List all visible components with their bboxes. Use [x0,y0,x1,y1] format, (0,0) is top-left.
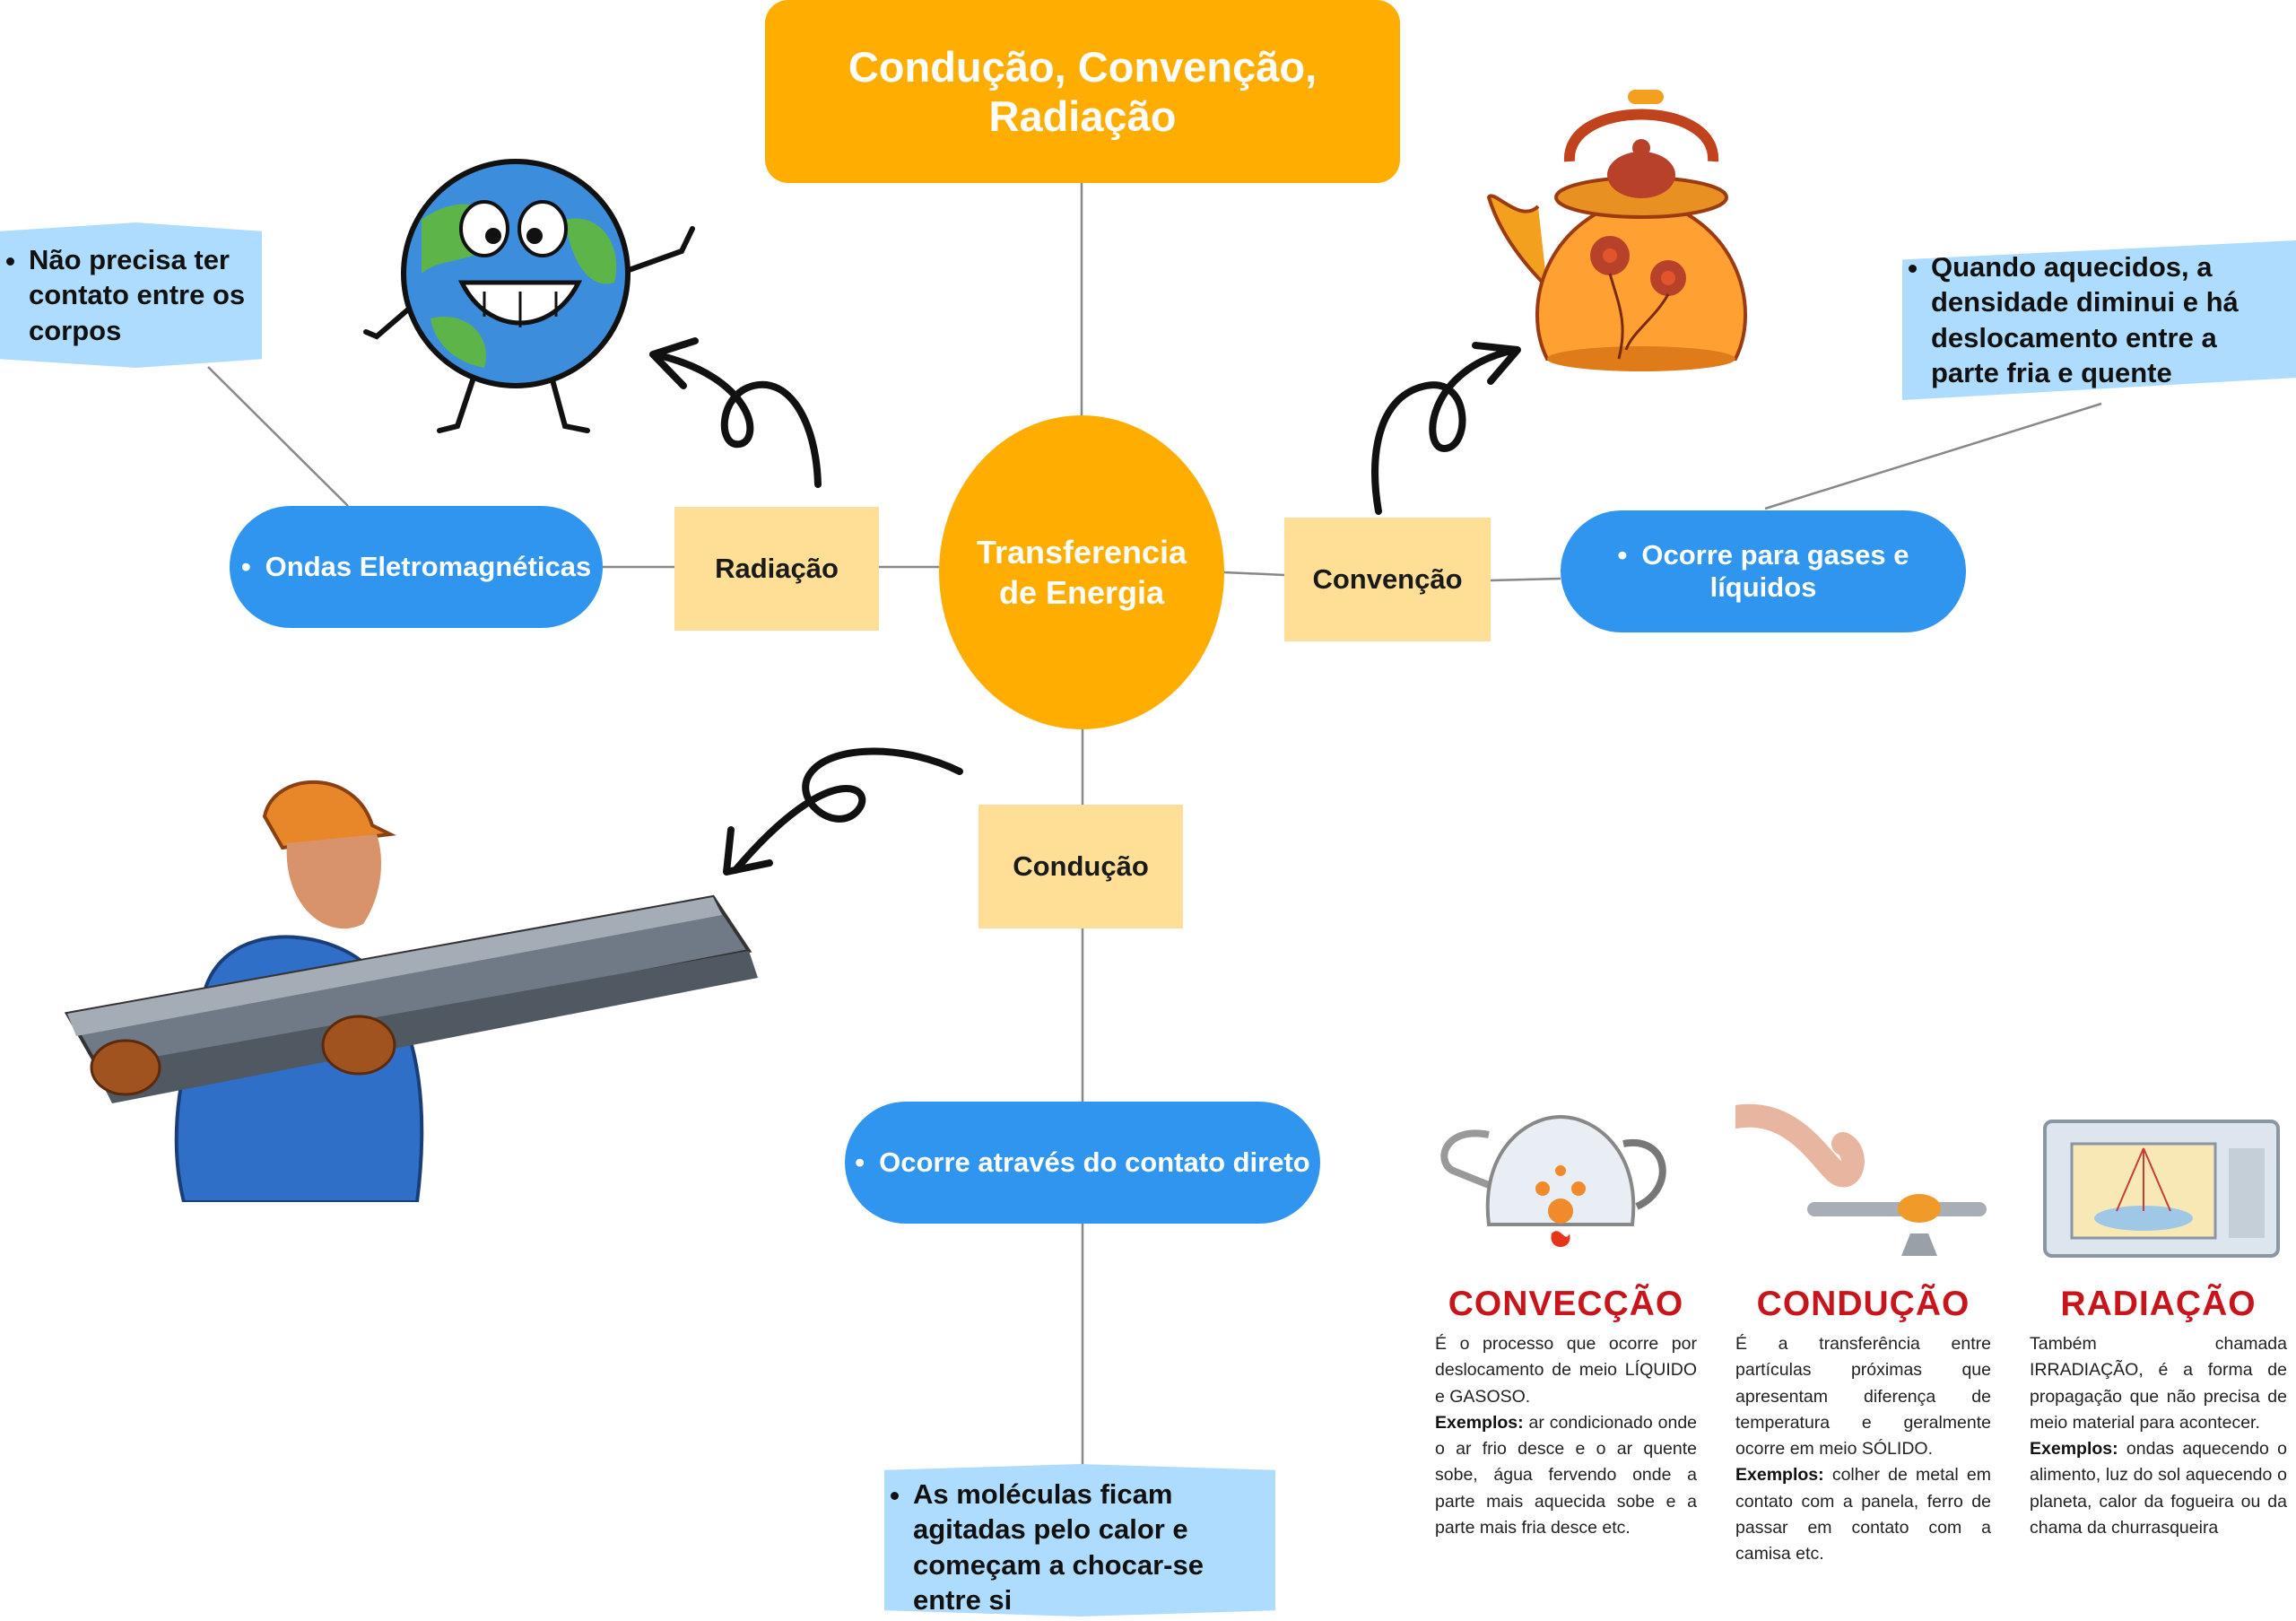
category-conduction: Condução [978,805,1183,928]
curly-arrow-radiation-head [649,337,699,389]
info-convection-examples: ar condicionado onde o ar frio desce e o… [1435,1412,1698,1538]
note-convection-text: Quando aquecidos, a densidade diminui e … [1931,249,2283,390]
center-node: Transferencia de Energia [939,415,1224,729]
info-radiation-examples-label: Exemplos: [2030,1439,2118,1459]
worker-illustration [64,780,758,1202]
info-convection-examples-label: Exemplos: [1435,1412,1524,1433]
pill-convection: Ocorre para gases e líquidos [1561,510,1966,632]
curly-arrow-convection-head [1472,342,1521,385]
pill-conduction-text: Ocorre através do contato direto [855,1146,1310,1179]
kettle-illustration [1486,90,1748,371]
note-radiation: Não precisa ter contato entre os corpos [0,222,262,368]
info-conduction: CONDUÇÃO É a transferência entre partícu… [1735,1285,1991,1567]
page-title: Condução, Convenção, Radiação [765,0,1400,183]
connector-radiation-note [207,366,349,507]
info-radiation-body: Também chamada IRRADIAÇÃO, é a forma de … [2030,1331,2287,1541]
connector-center-convection [1223,571,1285,577]
info-convection: CONVECÇÃO É o processo que ocorre por de… [1435,1285,1697,1541]
pill-radiation: Ondas Eletromagnéticas [230,506,603,628]
pill-convection-text: Ocorre para gases e líquidos [1561,539,1966,604]
radiation-microwave-image [2043,1120,2280,1258]
category-radiation: Radiação [674,507,879,631]
connector-convection-pill [1490,577,1561,582]
info-conduction-heading: CONDUÇÃO [1756,1285,1970,1323]
info-radiation-heading: RADIAÇÃO [2060,1285,2257,1323]
info-conduction-body: É a transferência entre partículas próxi… [1735,1331,1991,1567]
info-conduction-text: É a transferência entre partículas próxi… [1735,1334,1991,1459]
info-convection-text: É o processo que ocorre por deslocamento… [1435,1334,1697,1407]
info-conduction-examples-label: Exemplos: [1735,1465,1824,1486]
info-radiation: RADIAÇÃO Também chamada IRRADIAÇÃO, é a … [2030,1285,2287,1541]
curly-arrow-convection [1371,346,1519,515]
info-convection-heading: CONVECÇÃO [1448,1285,1684,1323]
info-conduction-examples: colher de metal em contato com a panela,… [1735,1465,1991,1564]
note-conduction: As moléculas ficam agitadas pelo calor e… [884,1464,1275,1617]
note-conduction-text: As moléculas ficam agitadas pelo calor e… [913,1477,1263,1617]
conduction-spoon-image [1735,1103,1987,1256]
connector-convection-note [1764,402,2102,510]
category-convection: Convenção [1284,518,1491,641]
note-convection: Quando aquecidos, a densidade diminui e … [1902,240,2296,400]
info-convection-body: É o processo que ocorre por deslocamento… [1435,1331,1697,1541]
curly-arrow-radiation [651,351,822,488]
convection-kettle-image [1440,1114,1666,1247]
pill-conduction: Ocorre através do contato direto [845,1102,1320,1224]
curly-arrow-conduction-head [723,826,773,876]
pill-radiation-text: Ondas Eletromagnéticas [241,551,592,583]
note-radiation-text: Não precisa ter contato entre os corpos [29,242,251,348]
info-radiation-text: Também chamada IRRADIAÇÃO, é a forma de … [2030,1334,2287,1433]
earth-illustration [363,159,695,433]
curly-arrow-conduction [732,747,963,874]
info-radiation-examples: ondas aquecendo o alimento, luz do sol a… [2030,1439,2287,1538]
